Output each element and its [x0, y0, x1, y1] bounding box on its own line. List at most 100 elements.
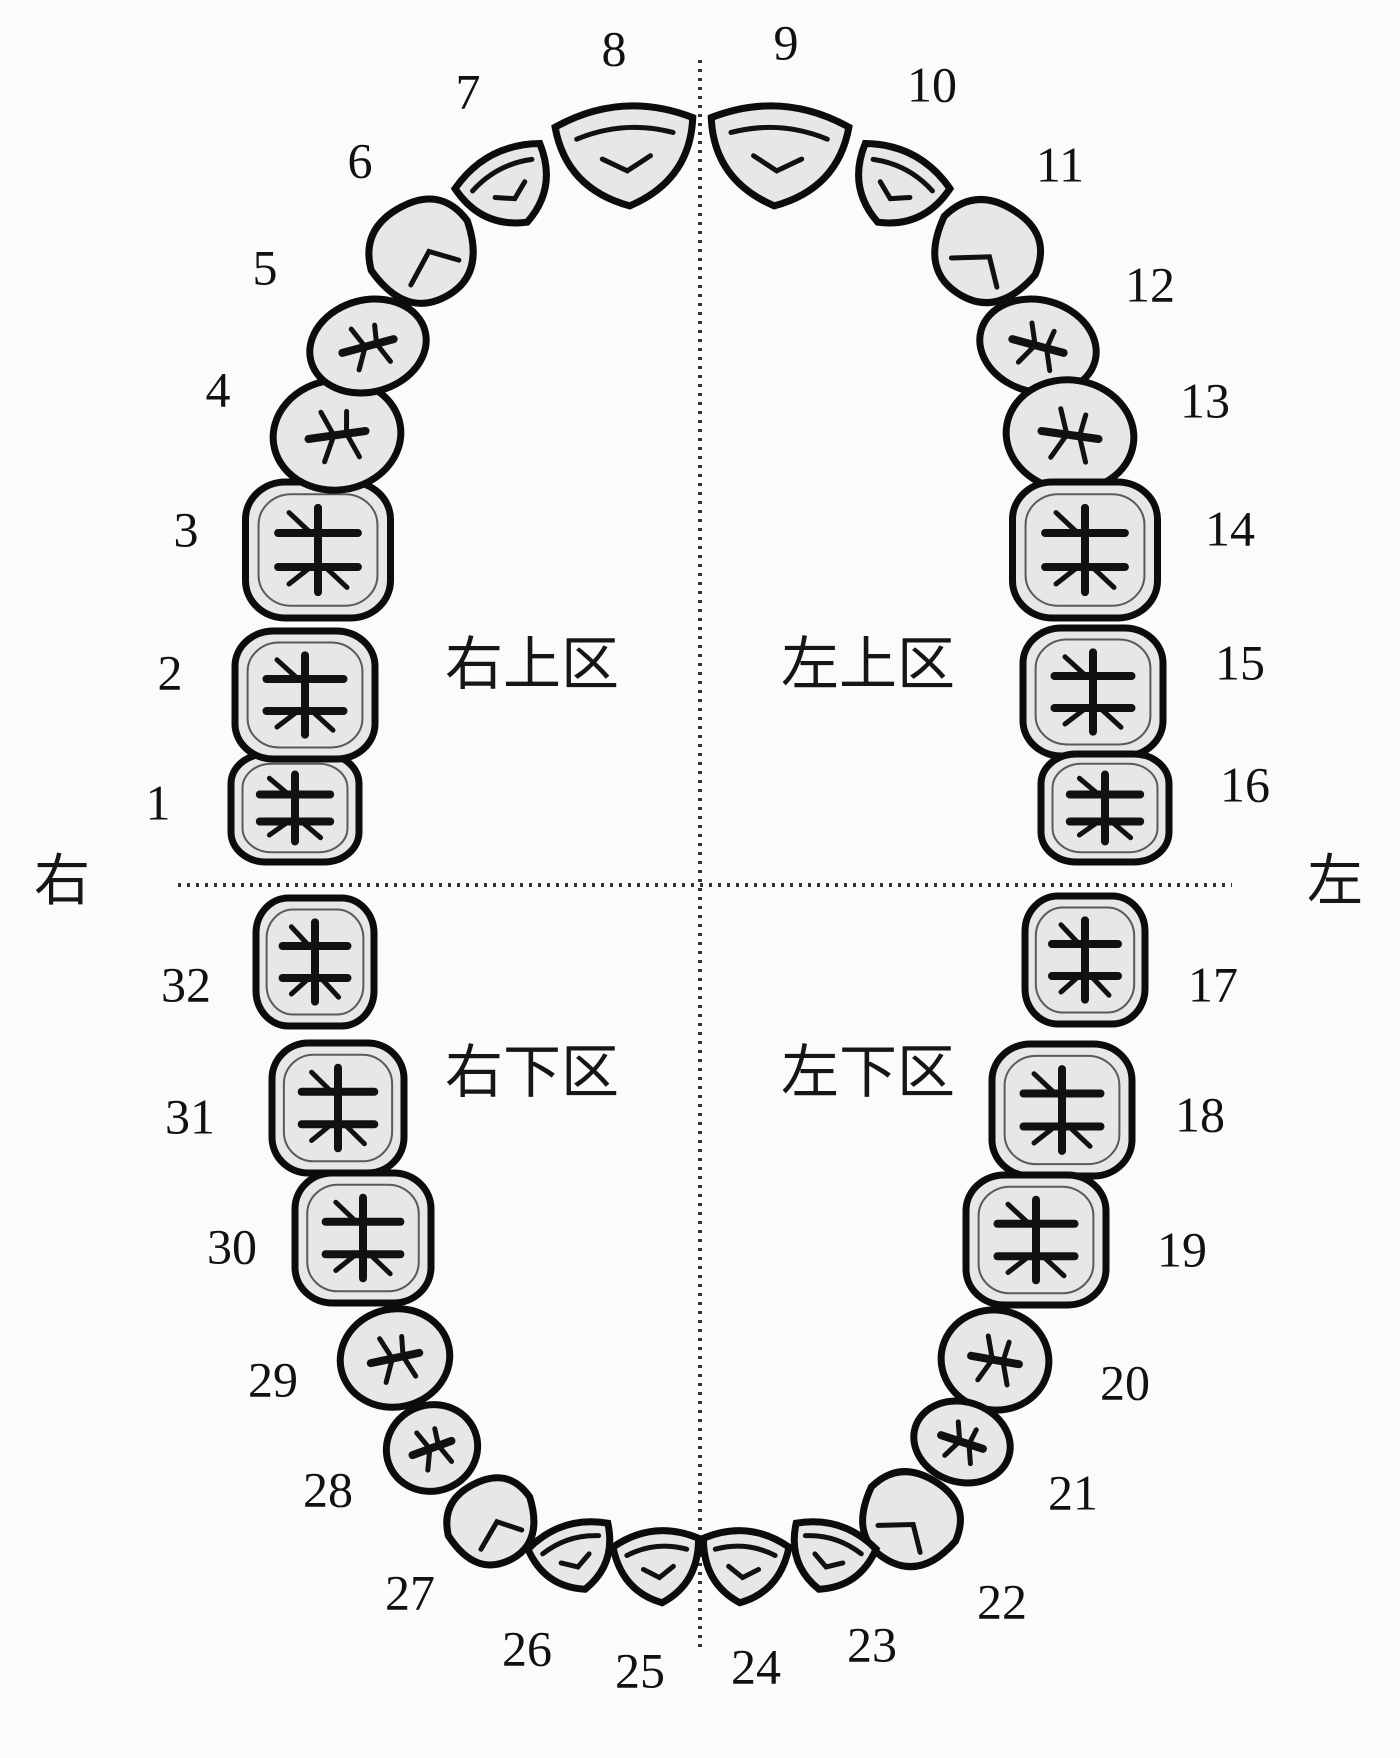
tooth-30: [291, 1169, 435, 1307]
tooth-1: [227, 750, 363, 866]
tooth-15-fissures: [1062, 654, 1124, 730]
tooth-6-ridge: [408, 248, 462, 288]
tooth-number-18: 18: [1175, 1086, 1225, 1142]
tooth-30-occlusal-outline: [306, 1183, 420, 1293]
tooth-17-fissures: [1058, 922, 1112, 998]
tooth-13-central-groove: [1037, 426, 1103, 444]
tooth-number-19: 19: [1157, 1221, 1207, 1277]
tooth-27-ridge: [478, 1518, 525, 1552]
tooth-32: [252, 894, 378, 1030]
tooth-25-cingulum: [640, 1563, 676, 1581]
tooth-12: [976, 295, 1100, 397]
tooth-number-21: 21: [1048, 1464, 1098, 1520]
tooth-2-occlusal-outline: [246, 641, 364, 749]
tooth-number-17: 17: [1188, 956, 1238, 1012]
tooth-number-25: 25: [615, 1642, 665, 1698]
tooth-number-13: 13: [1180, 372, 1230, 428]
tooth-13-distal-pit: [1076, 412, 1089, 465]
tooth-16-fissures: [1076, 775, 1134, 841]
tooth-number-7: 7: [456, 63, 481, 119]
tooth-31-fissures: [309, 1069, 367, 1147]
tooth-19: [962, 1171, 1110, 1309]
tooth-28-distal-pit: [432, 1426, 455, 1464]
tooth-number-3: 3: [174, 501, 199, 557]
tooth-20-central-groove: [967, 1351, 1023, 1369]
tooth-5-distal-pit: [372, 322, 393, 364]
tooth-number-5: 5: [253, 239, 278, 295]
tooth-5: [306, 295, 430, 397]
tooth-12-distal-pit: [1043, 328, 1057, 374]
tooth-10-incisal-ridge: [870, 156, 935, 194]
tooth-12-mesial-pit: [1015, 320, 1038, 365]
tooth-26-crown: [523, 1518, 614, 1593]
tooth-15-occlusal-outline: [1034, 638, 1152, 746]
quadrant-label-lower-right: 右下区: [445, 1038, 619, 1106]
tooth-6: [365, 195, 477, 307]
tooth-20-mesial-pit: [975, 1333, 995, 1383]
tooth-18-fissures: [1031, 1071, 1093, 1149]
side-label-right: 右: [34, 849, 90, 914]
tooth-23-crown: [790, 1518, 881, 1593]
tooth-21: [910, 1397, 1014, 1487]
tooth-1-fissures: [266, 775, 324, 841]
tooth-18: [988, 1040, 1136, 1180]
tooth-14: [1009, 478, 1161, 622]
tooth-7-cingulum: [492, 179, 528, 202]
tooth-number-16: 16: [1220, 756, 1270, 812]
tooth-23-cingulum: [812, 1551, 846, 1570]
tooth-number-2: 2: [158, 644, 183, 700]
tooth-number-6: 6: [348, 132, 373, 188]
tooth-29-central-groove: [366, 1348, 424, 1368]
tooth-26-cingulum: [558, 1551, 592, 1570]
tooth-31: [268, 1039, 408, 1177]
tooth-7: [450, 140, 550, 227]
tooth-12-central-groove: [1008, 335, 1068, 357]
quadrant-label-upper-right: 右上区: [445, 630, 619, 698]
tooth-28: [382, 1401, 482, 1495]
tooth-27-crown: [443, 1474, 538, 1569]
tooth-2: [231, 627, 379, 763]
tooth-9: [707, 102, 853, 210]
quadrant-label-lower-left: 左下区: [781, 1038, 955, 1106]
tooth-number-10: 10: [907, 56, 957, 112]
tooth-number-8: 8: [602, 20, 627, 76]
tooth-number-22: 22: [977, 1573, 1027, 1629]
tooth-13-mesial-pit: [1048, 406, 1070, 460]
tooth-23: [790, 1518, 881, 1593]
tooth-14-fissures: [1053, 510, 1117, 590]
tooth-2-fissures: [274, 657, 336, 733]
tooth-18-occlusal-outline: [1003, 1054, 1121, 1166]
tooth-8-cingulum: [599, 153, 653, 174]
tooth-8-crown: [551, 102, 697, 210]
tooth-10: [855, 140, 955, 227]
tooth-24-incisal-ridge: [712, 1543, 778, 1559]
tooth-number-28: 28: [303, 1461, 353, 1517]
tooth-29: [336, 1305, 454, 1411]
tooth-19-fissures: [1005, 1201, 1067, 1279]
tooth-9-crown: [707, 102, 853, 210]
tooth-4-mesial-pit: [318, 409, 337, 465]
tooth-4-distal-pit: [344, 408, 362, 460]
tooth-number-30: 30: [207, 1218, 257, 1274]
tooth-number-4: 4: [206, 361, 231, 417]
tooth-11-ridge: [948, 254, 1000, 290]
tooth-22-ridge: [875, 1521, 923, 1555]
tooth-1-occlusal-outline: [241, 762, 349, 854]
tooth-20-distal-pit: [1000, 1339, 1012, 1388]
tooth-5-central-groove: [338, 335, 398, 357]
tooth-number-12: 12: [1125, 256, 1175, 312]
tooth-number-20: 20: [1100, 1354, 1150, 1410]
tooth-24: [699, 1527, 793, 1607]
tooth-31-occlusal-outline: [282, 1053, 394, 1163]
tooth-27: [443, 1474, 538, 1569]
tooth-4-central-groove: [304, 426, 370, 444]
tooth-28-mesial-pit: [414, 1430, 433, 1473]
tooth-8-incisal-ridge: [574, 124, 676, 142]
tooth-4: [269, 376, 405, 494]
tooth-7-incisal-ridge: [470, 156, 535, 194]
tooth-26: [523, 1518, 614, 1593]
tooth-number-15: 15: [1215, 634, 1265, 690]
